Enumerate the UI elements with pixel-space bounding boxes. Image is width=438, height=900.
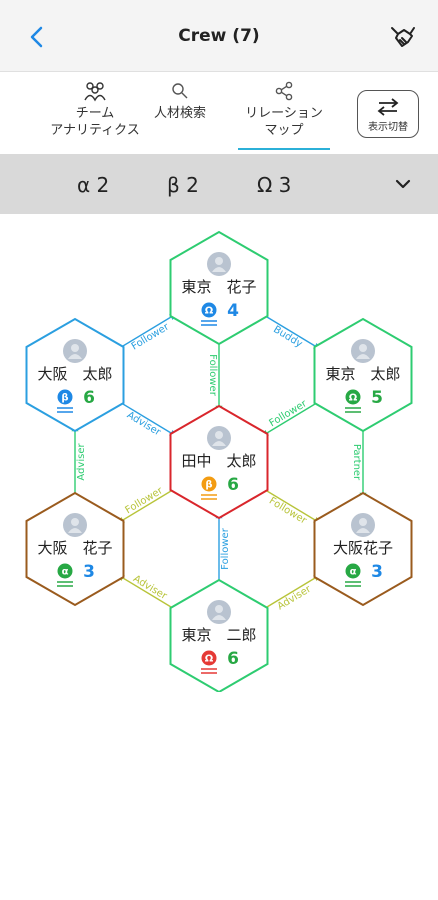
tab-relation-map[interactable]: リレーション マップ: [232, 80, 336, 139]
relation-edge-label: Buddy: [271, 324, 304, 350]
relation-edge-label: Follower: [130, 321, 172, 352]
member-hexagon: [169, 230, 269, 346]
share-icon: [275, 81, 293, 101]
member-node[interactable]: 大阪花子 α 3: [313, 491, 413, 607]
swap-arrows-icon: [377, 98, 399, 116]
tab-talent-search[interactable]: 人材検索: [140, 80, 220, 122]
rank-badge-label: Ω: [205, 654, 214, 665]
rank-badge: [201, 476, 217, 492]
relation-edge: [261, 400, 321, 437]
member-score: 6: [227, 475, 239, 495]
relation-edge: [117, 487, 177, 524]
rank-badge-label: Ω: [349, 393, 358, 404]
display-switch-label: 表示切替: [368, 122, 408, 133]
tab-label: 人材検索: [153, 106, 206, 121]
member-hexagon: [169, 578, 269, 692]
member-hexagon: [313, 317, 413, 433]
rank-badge: [345, 563, 361, 579]
member-name: 東京 花子: [181, 278, 256, 296]
member-name: 田中 太郎: [181, 452, 256, 470]
member-node[interactable]: 東京 花子 Ω 4: [169, 230, 269, 346]
rank-badge: [57, 563, 73, 579]
rank-badge: [201, 302, 217, 318]
page-title: Crew (7): [178, 26, 260, 46]
relation-edge-label: Follower: [123, 485, 165, 516]
search-icon: [172, 83, 188, 99]
rank-badge: [201, 650, 217, 666]
app-header: Crew (7): [0, 0, 438, 72]
filter-alpha[interactable]: α 2: [77, 173, 110, 197]
avatar-icon: [351, 339, 375, 363]
filter-beta[interactable]: β 2: [167, 173, 199, 197]
filter-omega[interactable]: Ω 3: [257, 173, 292, 197]
member-name: 大阪花子: [333, 539, 393, 557]
avatar-icon: [207, 426, 231, 450]
tab-label: マップ: [264, 123, 304, 138]
member-name: 大阪 花子: [37, 539, 112, 557]
tab-label: チーム: [75, 106, 115, 121]
member-hexagon: [25, 491, 125, 607]
relation-edge: [261, 313, 321, 350]
rank-badge-label: α: [62, 567, 69, 578]
relation-edge-label: Follower: [267, 496, 309, 527]
rank-badge-label: α: [350, 567, 357, 578]
relation-edge: [261, 487, 321, 524]
tab-team-analytics[interactable]: チーム アナリティクス: [50, 80, 140, 139]
member-score: 5: [371, 388, 383, 408]
member-score: 6: [227, 649, 239, 669]
member-node[interactable]: 大阪 太郎 β 6: [25, 317, 125, 433]
member-node[interactable]: 大阪 花子 α 3: [25, 491, 125, 607]
relation-edge-label: Follower: [267, 398, 309, 429]
member-score: 3: [83, 562, 95, 582]
member-hexagon: [169, 404, 269, 520]
relation-edge: [117, 574, 177, 611]
member-hexagon: [313, 491, 413, 607]
tab-label: アナリティクス: [50, 123, 140, 138]
team-icon: [84, 82, 106, 102]
relation-edge: [261, 574, 321, 611]
member-score: 4: [227, 301, 239, 321]
filter-bar: α 2 β 2 Ω 3: [0, 154, 438, 214]
member-node[interactable]: 東京 二郎 Ω 6: [169, 578, 269, 692]
relation-edge-label: Follower: [220, 527, 231, 570]
rank-badge: [57, 389, 73, 405]
member-score: 3: [371, 562, 383, 582]
member-name: 大阪 太郎: [37, 365, 112, 383]
relation-edge: [117, 313, 177, 350]
rank-badge-label: Ω: [205, 306, 214, 317]
relation-edge-label: Adviser: [76, 443, 87, 481]
relation-edge: [117, 400, 177, 437]
member-node[interactable]: 東京 太郎 Ω 5: [313, 317, 413, 433]
avatar-icon: [207, 600, 231, 624]
relation-edge-label: Follower: [207, 354, 218, 397]
avatar-icon: [207, 252, 231, 276]
member-score: 6: [83, 388, 95, 408]
member-node[interactable]: 田中 太郎 β 6: [169, 404, 269, 520]
handshake-icon[interactable]: [386, 20, 420, 54]
avatar-icon: [63, 513, 87, 537]
chevron-left-icon[interactable]: [22, 22, 52, 52]
member-hexagon: [25, 317, 125, 433]
avatar-icon: [351, 513, 375, 537]
rank-badge-label: β: [61, 393, 68, 404]
display-switch-button[interactable]: 表示切替: [357, 90, 419, 138]
rank-badge-label: β: [205, 480, 212, 491]
relation-edge-label: Adviser: [131, 573, 169, 602]
avatar-icon: [63, 339, 87, 363]
chevron-down-icon[interactable]: [393, 176, 413, 192]
tab-bar: チーム アナリティクス 人材検索 リレーション マップ: [0, 72, 438, 154]
rank-badge: [345, 389, 361, 405]
member-name: 東京 太郎: [325, 365, 400, 383]
active-tab-indicator: [238, 148, 330, 150]
tab-label: リレーション: [245, 106, 323, 121]
member-name: 東京 二郎: [181, 626, 256, 644]
relation-edge-label: Partner: [351, 444, 362, 481]
